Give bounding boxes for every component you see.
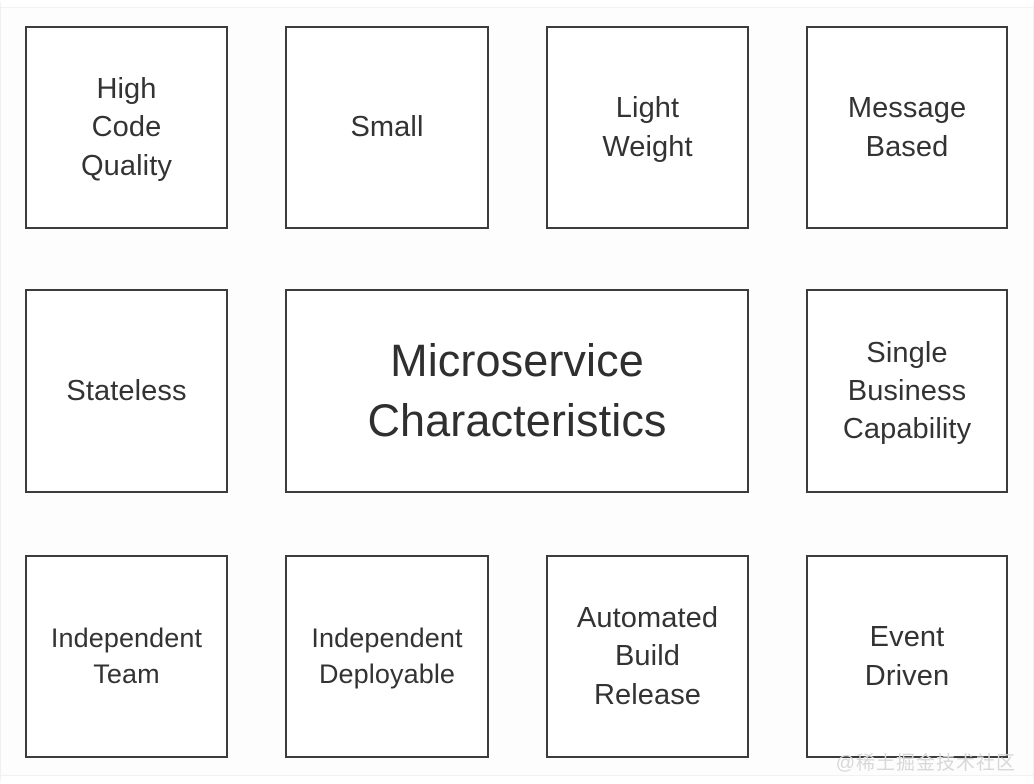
node-label: Event Driven — [864, 621, 950, 692]
node-label: Automated Build Release — [576, 602, 719, 711]
node-label: High Code Quality — [81, 73, 172, 182]
node-microservice-characteristics-center[interactable]: Microservice Characteristics — [285, 289, 749, 493]
node-label: Independent Deployable — [311, 622, 463, 689]
node-small[interactable]: Small — [285, 26, 489, 229]
node-label: Single Business Capability — [842, 336, 972, 446]
node-light-weight[interactable]: Light Weight — [546, 26, 749, 229]
node-label: Light Weight — [602, 92, 693, 163]
canvas-bottom-edge — [0, 775, 1034, 784]
node-automated-build-release[interactable]: Automated Build Release — [546, 555, 749, 758]
watermark: @稀土掘金技术社区 — [835, 753, 1016, 774]
node-message-based[interactable]: Message Based — [806, 26, 1008, 229]
canvas-top-edge — [0, 0, 1034, 8]
node-independent-deployable[interactable]: Independent Deployable — [285, 555, 489, 758]
node-event-driven[interactable]: Event Driven — [806, 555, 1008, 758]
node-label: Small — [350, 111, 424, 144]
center-node-label: Microservice Characteristics — [367, 334, 667, 446]
node-high-code-quality[interactable]: High Code Quality — [25, 26, 228, 229]
node-independent-team[interactable]: Independent Team — [25, 555, 228, 758]
node-label: Independent Team — [50, 622, 203, 689]
node-stateless[interactable]: Stateless — [25, 289, 228, 493]
node-label: Message Based — [847, 92, 967, 163]
node-label: Stateless — [66, 374, 187, 407]
node-single-business-capability[interactable]: Single Business Capability — [806, 289, 1008, 493]
